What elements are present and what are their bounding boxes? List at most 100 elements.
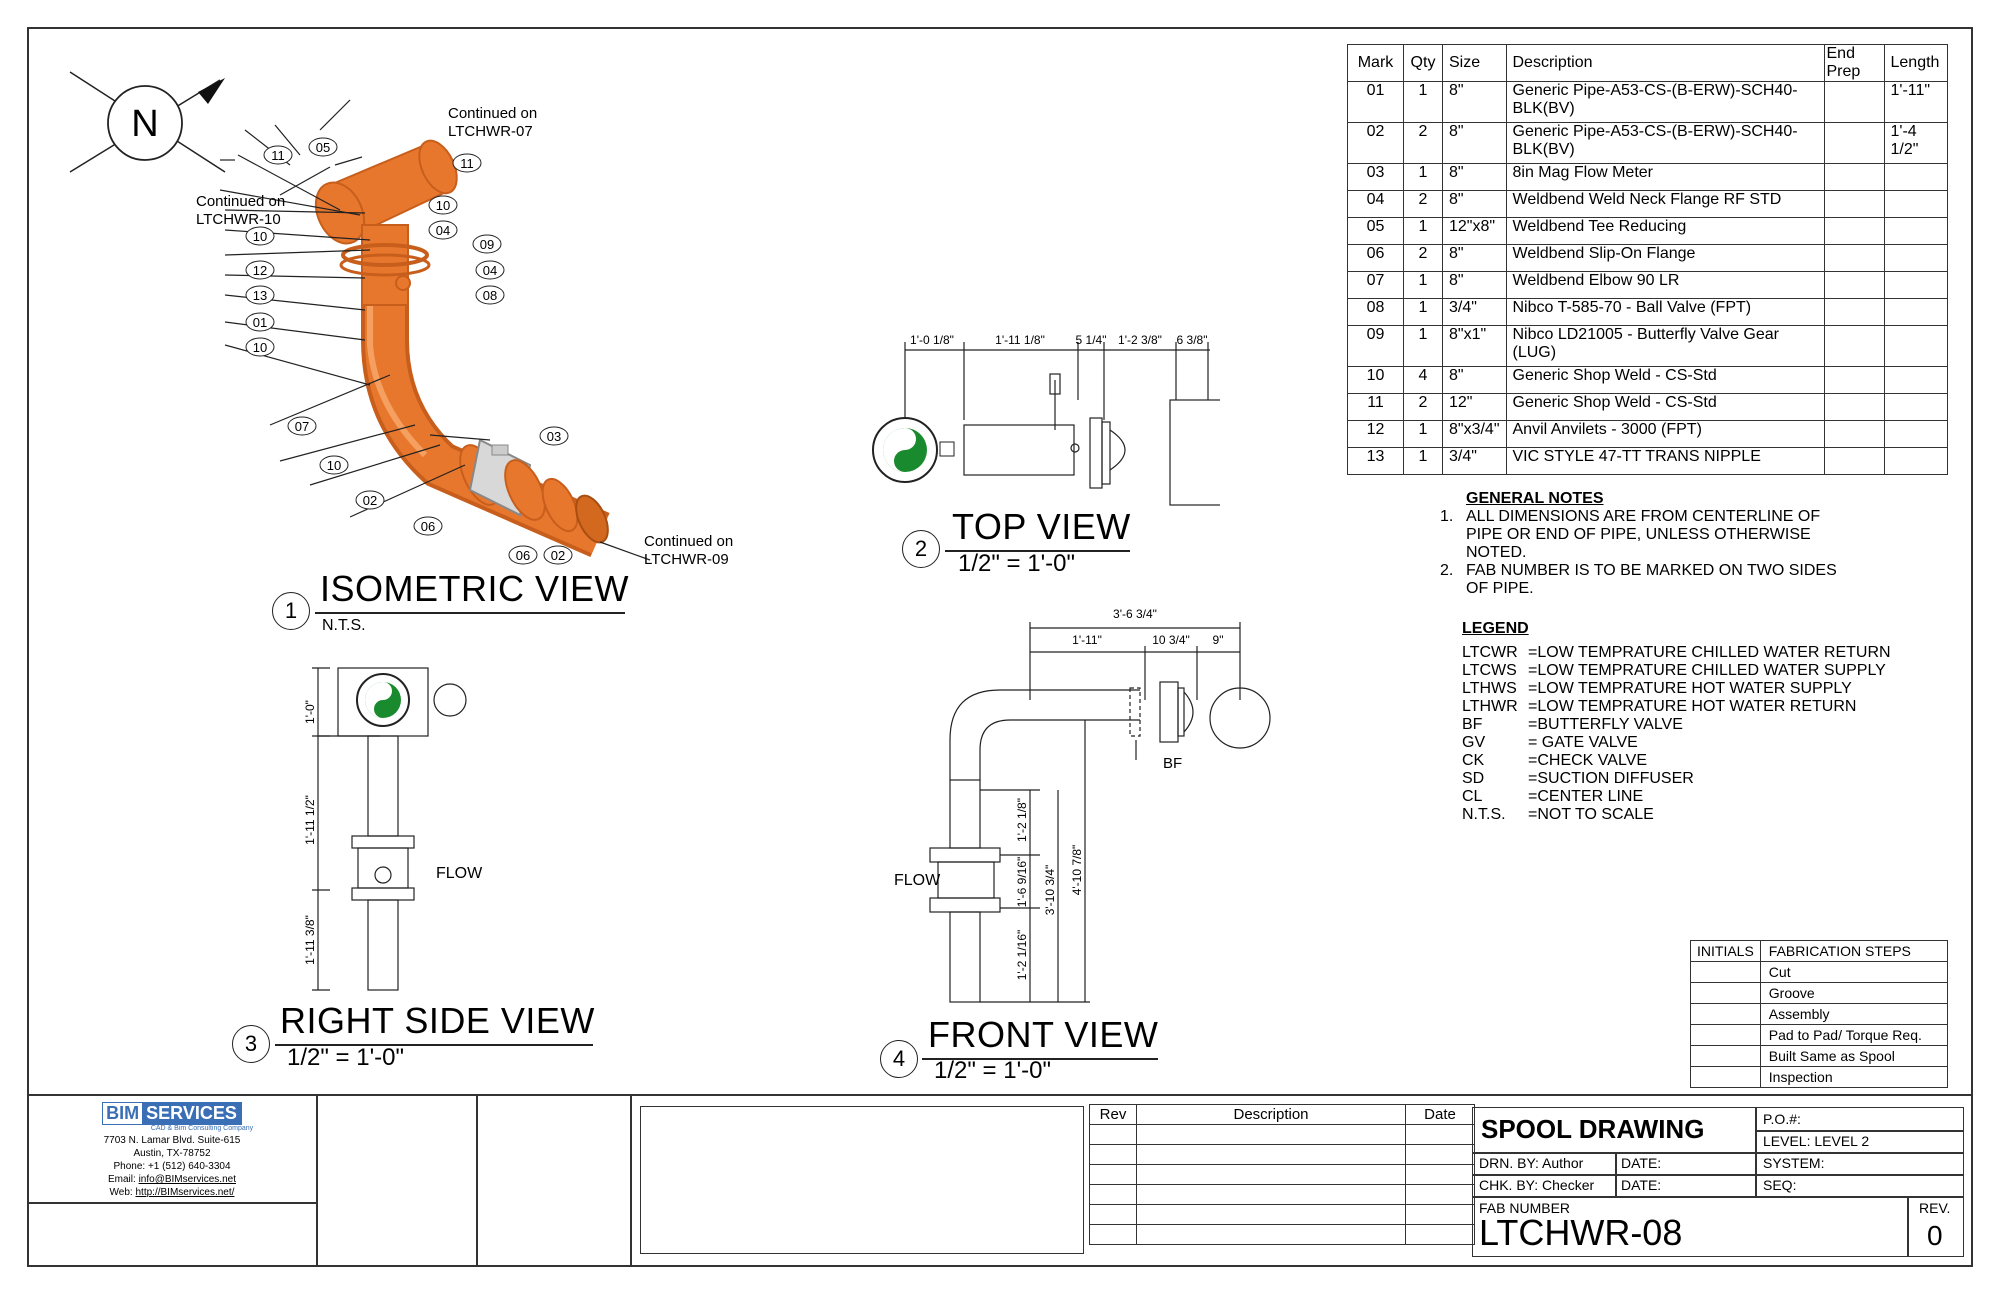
revision-row (1089, 1144, 1475, 1165)
system-field: SYSTEM: (1763, 1155, 1825, 1171)
bom-end-prep (1823, 447, 1885, 475)
rev-header-description: Description (1136, 1104, 1406, 1125)
bom-length (1883, 244, 1948, 272)
legend-item: CL=CENTER LINE (1462, 788, 1922, 806)
view-scale-front: 1/2" = 1'-0" (934, 1057, 1052, 1084)
legend-heading: LEGEND (1462, 620, 1529, 637)
legend-abbr: GV (1462, 734, 1486, 751)
legend-definition: =LOW TEMPRATURE HOT WATER RETURN (1528, 698, 1857, 715)
revision-cell (1136, 1204, 1406, 1225)
front-flow-label: FLOW (894, 872, 941, 889)
fab-step-label: Pad to Pad/ Torque Req. (1759, 1024, 1948, 1046)
top-dim: 1'-11 1/8" (995, 333, 1045, 347)
view-number-2: 2 (902, 530, 940, 568)
revision-cell (1405, 1124, 1475, 1145)
bom-header-row: Mark Qty Size Description End Prep Lengt… (1347, 44, 1948, 82)
revision-cell (1089, 1184, 1137, 1205)
view-scale-right-side: 1/2" = 1'-0" (287, 1044, 405, 1071)
view-title-right-side: RIGHT SIDE VIEW (280, 1000, 595, 1041)
fab-step-initials[interactable] (1690, 1045, 1761, 1067)
fab-step-initials[interactable] (1690, 961, 1761, 983)
bom-end-prep (1823, 420, 1885, 448)
bom-length (1883, 393, 1948, 421)
bom-mark: 02 (1347, 122, 1404, 164)
legend-abbr: LTHWR (1462, 698, 1518, 715)
fab-step-label: Assembly (1759, 1003, 1948, 1025)
svg-text:Continued on: Continued on (644, 533, 733, 550)
top-dim: 1'-0 1/8" (910, 333, 954, 347)
top-dim: 6 3/8" (1177, 333, 1208, 347)
bom-size: 12"x8" (1442, 217, 1507, 245)
balloon-06: 06 (421, 519, 435, 534)
view-number-3: 3 (232, 1025, 270, 1063)
bom-end-prep (1823, 244, 1885, 272)
bom-end-prep (1823, 122, 1885, 164)
fab-step-initials[interactable] (1690, 1024, 1761, 1046)
fab-number-label: FAB NUMBER (1479, 1200, 1571, 1216)
bom-size: 8" (1442, 81, 1507, 123)
balloon-10: 10 (327, 458, 341, 473)
fab-step-initials[interactable] (1690, 1003, 1761, 1025)
revision-row (1089, 1204, 1475, 1225)
title-rule (275, 1044, 593, 1046)
company-web-link[interactable]: http://BIMservices.net/ (135, 1187, 235, 1198)
revision-table: Rev Description Date (1089, 1104, 1475, 1245)
bom-mark: 01 (1347, 81, 1404, 123)
legend-definition: =CHECK VALVE (1528, 752, 1648, 769)
front-dim: 1'-6 9/16" (1015, 857, 1029, 908)
rev-value: 0 (1927, 1220, 1943, 1251)
bom-size: 12" (1442, 393, 1507, 421)
revision-cell (1136, 1144, 1406, 1165)
divider (316, 1094, 318, 1267)
bom-description: Generic Pipe-A53-CS-(B-ERW)-SCH40-BLK(BV… (1505, 122, 1825, 164)
fab-step-row: Assembly (1690, 1003, 1948, 1025)
balloon-10: 10 (253, 229, 267, 244)
bom-end-prep (1823, 393, 1885, 421)
bom-mark: 04 (1347, 190, 1404, 218)
top-dim: 5 1/4" (1076, 333, 1107, 347)
front-bf-label: BF (1163, 755, 1182, 772)
bom-description: VIC STYLE 47-TT TRANS NIPPLE (1505, 447, 1825, 475)
fab-header-initials: INITIALS (1690, 940, 1761, 962)
revision-cell (1136, 1184, 1406, 1205)
revision-cell (1089, 1224, 1137, 1245)
isometric-drawing: 05 11 11 10 04 09 10 04 12 08 13 01 10 0… (196, 99, 733, 568)
bom-length (1883, 325, 1948, 367)
front-dim: 4'-10 7/8" (1070, 845, 1084, 896)
fab-step-row: Cut (1690, 961, 1948, 983)
bom-mark: 03 (1347, 163, 1404, 191)
date-field: DATE: (1621, 1177, 1662, 1193)
bom-length (1883, 217, 1948, 245)
balloon-12: 12 (253, 263, 267, 278)
fab-step-row: Inspection (1690, 1066, 1948, 1088)
north-label: N (131, 103, 158, 145)
fab-step-initials[interactable] (1690, 982, 1761, 1004)
bom-mark: 10 (1347, 366, 1404, 394)
title-rule (315, 612, 625, 614)
iso-continued-labels: Continued on LTCHWR-07 Continued on LTCH… (196, 105, 733, 568)
fab-step-row: Built Same as Spool (1690, 1045, 1948, 1067)
company-email-link[interactable]: info@BIMservices.net (138, 1174, 236, 1185)
bom-length: 1'-4 1/2" (1883, 122, 1948, 164)
legend-abbr: LTCWS (1462, 662, 1517, 679)
legend-item: LTCWR=LOW TEMPRATURE CHILLED WATER RETUR… (1462, 644, 1922, 662)
view-title-front: FRONT VIEW (928, 1014, 1159, 1055)
balloon-13: 13 (253, 288, 267, 303)
legend-item: GV= GATE VALVE (1462, 734, 1922, 752)
bom-size: 8"x3/4" (1442, 420, 1507, 448)
bom-description: Weldbend Weld Neck Flange RF STD (1505, 190, 1825, 218)
bom-header-qty: Qty (1403, 44, 1443, 82)
bom-length (1883, 271, 1948, 299)
company-tagline: CAD & Bim Consulting Company (150, 1125, 254, 1132)
legend-definition: =SUCTION DIFFUSER (1528, 770, 1694, 787)
view-scale-isometric: N.T.S. (322, 617, 366, 634)
revision-row (1089, 1224, 1475, 1245)
revision-cell (1405, 1144, 1475, 1165)
fab-step-initials[interactable] (1690, 1066, 1761, 1088)
